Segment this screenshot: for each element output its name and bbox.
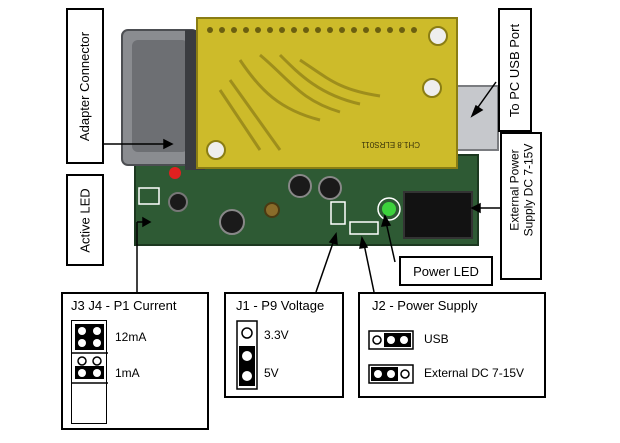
power-led-callout: Power LED [399,256,493,286]
j2-title: J2 - Power Supply [372,298,478,313]
external-power-line2: Supply DC 7-15V [521,143,535,237]
j3j4-jumper-graphic [72,324,108,384]
active-led [169,167,181,179]
j1-jumper-graphic [236,320,258,390]
mount-hole-left [206,140,226,160]
adapter-connector-callout: Adapter Connector [66,8,104,164]
db9-shell-inner [132,40,188,152]
j1-option-3v3: 3.3V [264,328,289,342]
capacitor-3 [288,174,312,198]
mount-hole-mid [422,78,442,98]
active-led-label: Active LED [77,187,93,253]
power-led-ring [377,197,401,221]
j2-panel: J2 - Power Supply USB External DC 7-15V [358,292,546,398]
j2-option-external: External DC 7-15V [424,366,525,380]
mount-hole-right [428,26,448,46]
adapter-connector-label: Adapter Connector [77,31,93,141]
j2-external-jumper-graphic [368,364,414,384]
j3j4-title: J3 J4 - P1 Current [71,298,177,313]
j3j4-jumper-column [71,320,108,424]
leader-lines [104,81,500,293]
capacitor-1 [168,192,188,212]
board-jumper-j1 [330,201,346,225]
j3j4-option-12ma: 12mA [115,330,147,344]
j2-usb-jumper-graphic [368,330,414,350]
capacitor-5 [264,202,280,218]
adapter-traces [218,53,381,151]
dc-jack [403,191,473,239]
power-led [382,202,396,216]
board-jumper-j2 [349,221,379,235]
active-led-callout: Active LED [66,174,104,266]
j1-panel: J1 - P9 Voltage 3.3V 5V [224,292,344,398]
to-pc-usb-callout: To PC USB Port [498,8,532,132]
j1-option-5v: 5V [264,366,279,380]
pcb-silkscreen: CH1.8 ELRS011 [361,140,420,149]
j3j4-option-1ma: 1mA [115,366,140,380]
j3j4-panel: J3 J4 - P1 Current 12mA 1mA [61,292,209,430]
external-power-callout: External Power Supply DC 7-15V [500,132,542,280]
external-power-label: External Power Supply DC 7-15V [507,144,535,237]
external-power-line1: External Power [507,149,521,231]
adapter-pin-row [207,27,417,33]
power-led-label: Power LED [413,263,479,279]
j1-title: J1 - P9 Voltage [236,298,325,313]
capacitor-2 [219,209,245,235]
to-pc-usb-label: To PC USB Port [507,23,523,117]
board-jumper-j3j4 [138,187,160,205]
j2-option-usb: USB [424,332,449,346]
capacitor-4 [318,176,342,200]
